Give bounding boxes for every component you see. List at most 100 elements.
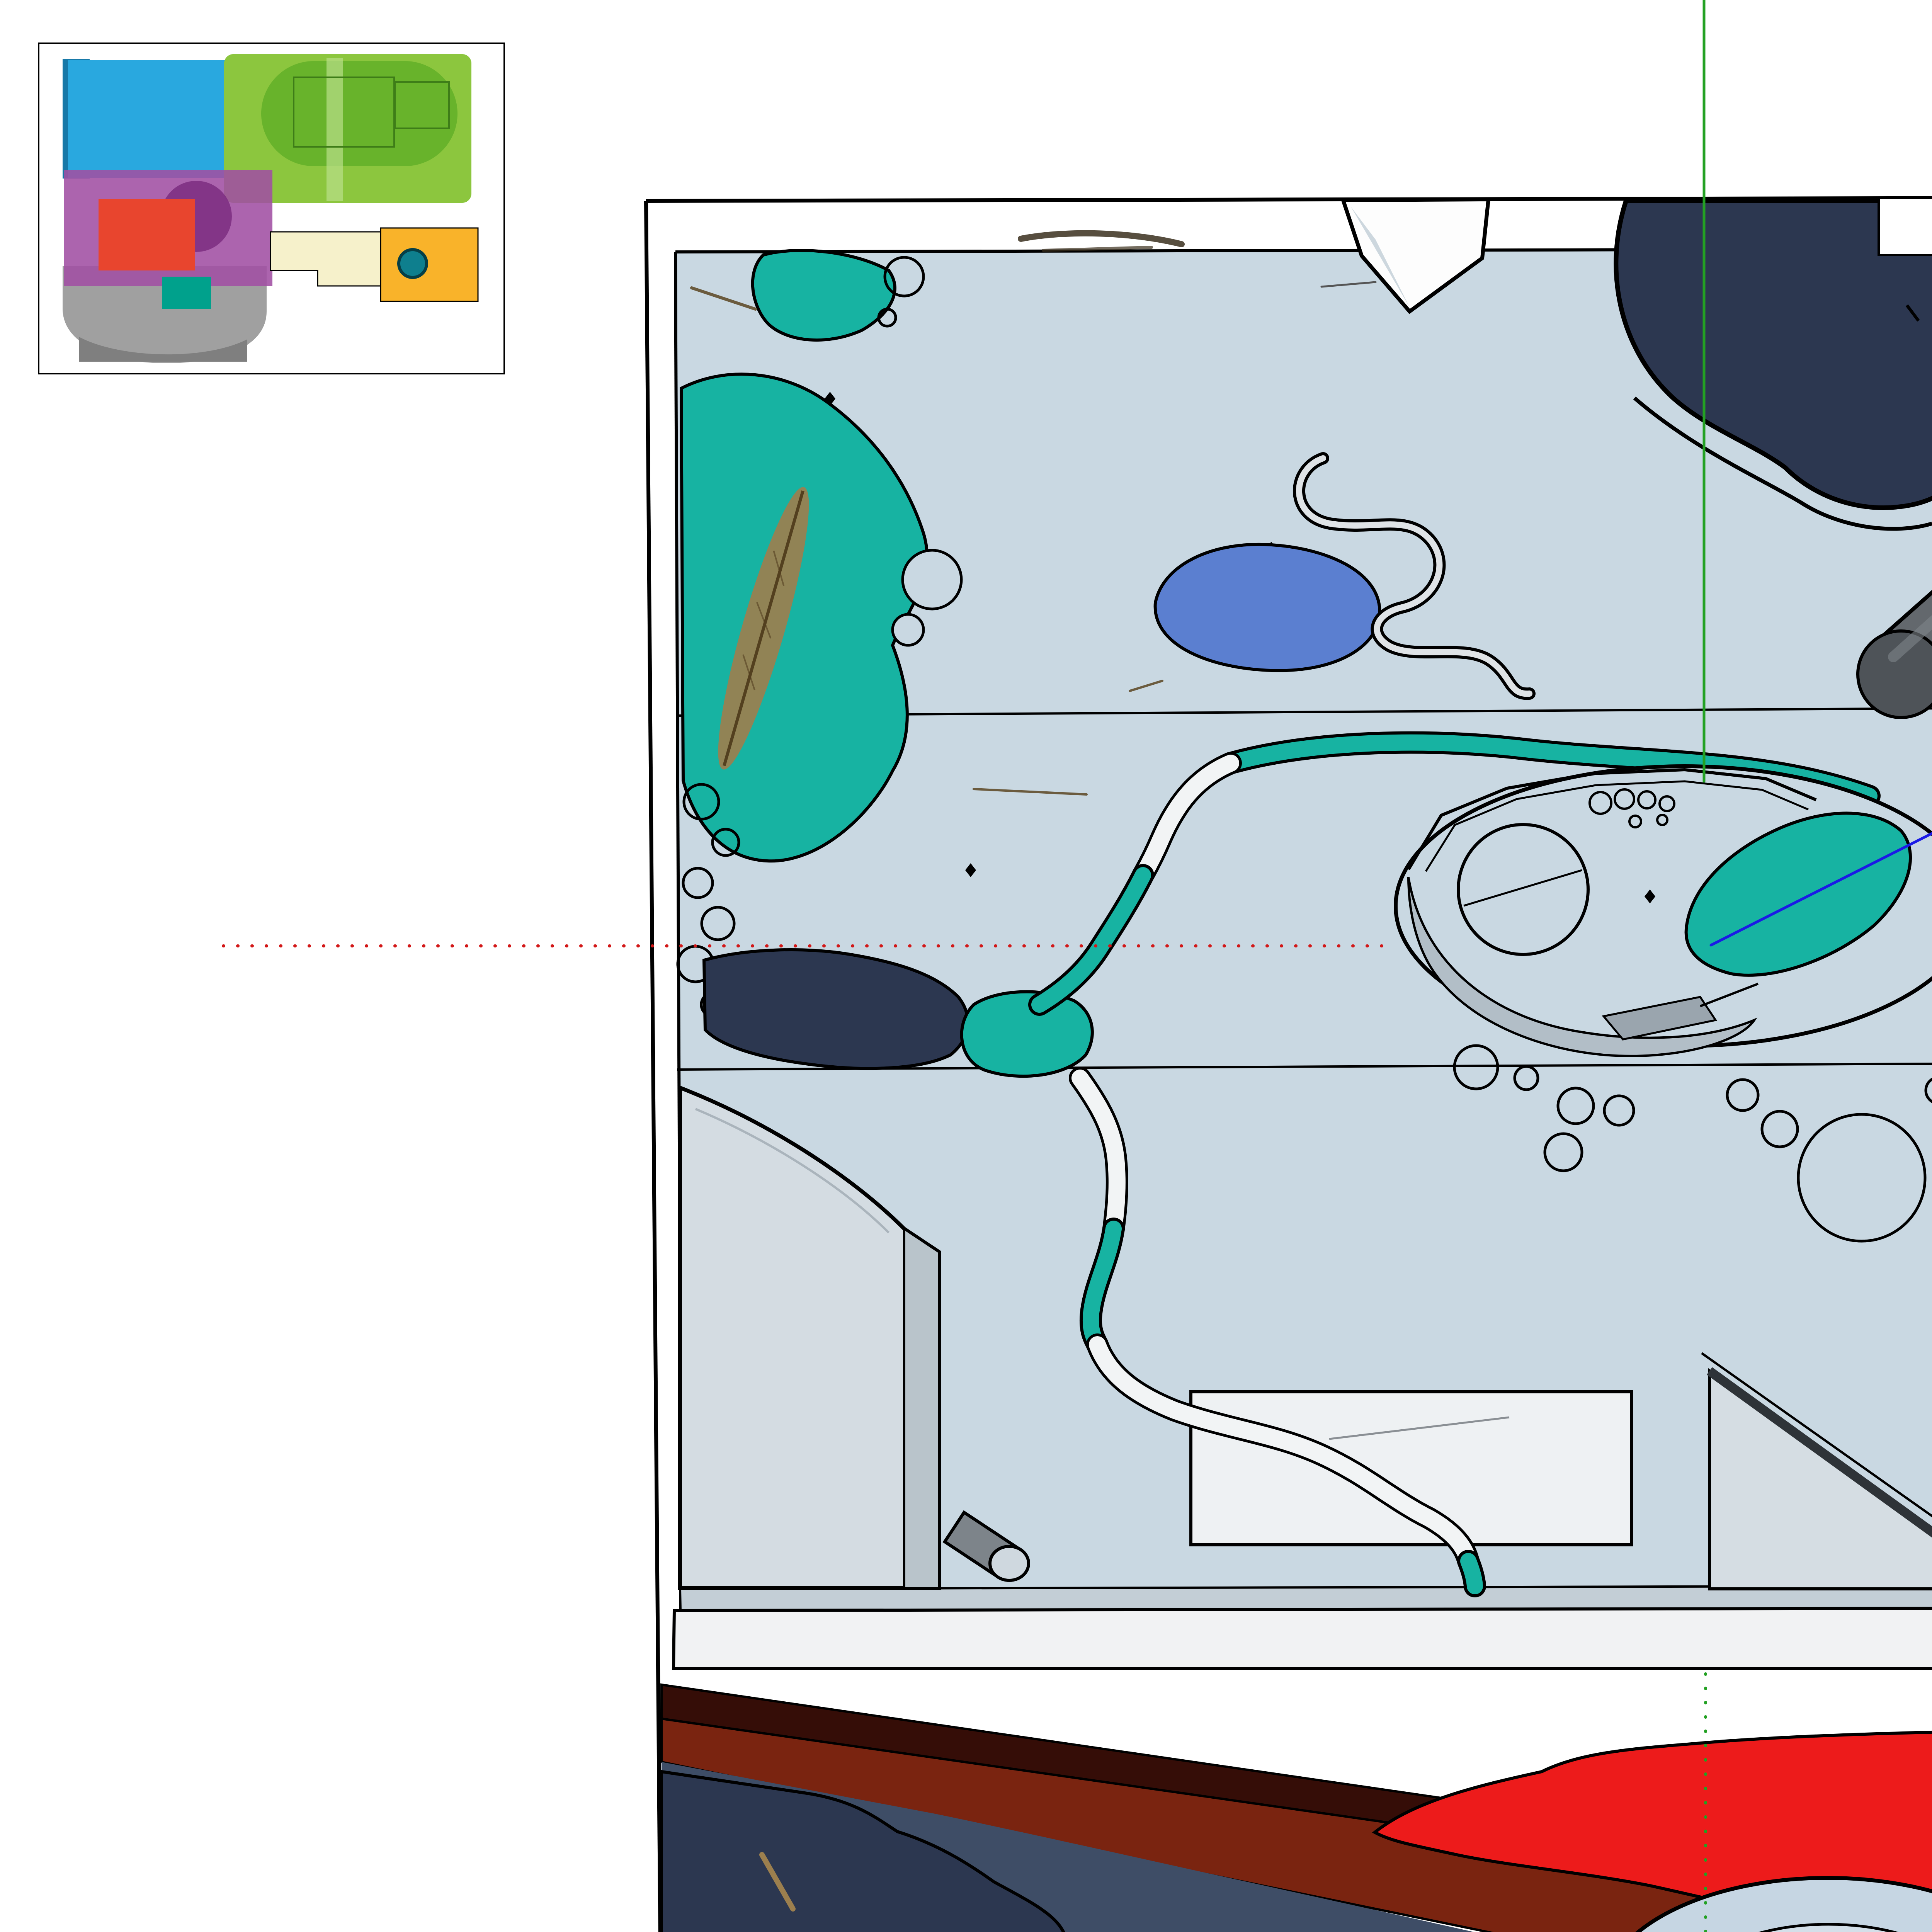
top-pennant [1340,197,1491,314]
pond-wall-outer [1407,768,1817,871]
scratch [1320,281,1377,288]
bubble [877,308,897,328]
bubble [901,549,963,611]
plan-minimap[interactable] [38,43,505,374]
minimap-green-outline-b [394,81,450,129]
bubble [1658,795,1675,812]
scratch [690,286,757,311]
bubble [1726,1078,1760,1112]
bubble [682,783,720,821]
bubble [1760,1110,1799,1148]
debris-diamond [1645,889,1655,903]
scratch [973,788,1088,796]
minimap-block-teal [162,277,211,309]
small-cylinder-cap [988,1545,1030,1582]
floor-strip [679,1585,1932,1612]
feather-small [759,1852,796,1912]
axis-blue-solid [1709,832,1932,947]
pond-ledge [1602,996,1718,1041]
bubbles [676,256,1932,1243]
minimap-green-strip [327,58,343,201]
navy-form-echo-line [1633,396,1932,531]
bubble [1588,791,1612,815]
log-large-end [1856,629,1932,719]
river-teal [1031,867,1151,1013]
plate[interactable] [1604,1876,1932,1932]
scratch [1129,680,1163,692]
pond-berm [1407,877,1758,1057]
bubble [700,906,736,941]
bubble [1556,1087,1595,1125]
curved-wall-highlight [695,1108,890,1234]
pond-teal-pool[interactable] [1684,811,1912,977]
drawing-axes [222,0,1932,1932]
pond[interactable] [1394,764,1932,1057]
cabinet-navy-dark[interactable] [660,1770,1078,1932]
curved-wall-side [903,1226,940,1589]
curved-wall-face [678,1085,941,1590]
curved-wall[interactable] [678,1085,941,1590]
teal-pool[interactable] [960,990,1094,1078]
river-lower[interactable] [1086,1333,1486,1597]
bubble [1637,790,1656,810]
smudge [1042,246,1153,252]
worm[interactable] [1293,452,1536,700]
bubble [1513,1065,1539,1091]
bubble [1543,1132,1583,1172]
worm-body [1296,455,1532,697]
minimap-orange-dot [397,248,428,279]
pond-bubbles [1588,788,1675,828]
river-dry [1071,1070,1126,1237]
ramp-planes[interactable] [1701,1287,1932,1590]
model-interior[interactable] [675,249,1932,1589]
ramp-edge-line [1701,1352,1932,1518]
bubble [1628,815,1642,828]
navy-form-mark [1905,304,1920,322]
log-large[interactable] [1856,347,1932,719]
bubble [711,828,740,857]
pond-circle [1457,823,1590,956]
bubble [891,613,925,647]
navy-form-body [1614,199,1932,510]
river-dry [1134,755,1239,884]
table-panel[interactable] [1189,1390,1633,1546]
bubble [1603,1094,1635,1127]
bubble [1924,1078,1932,1103]
feather-shaft [723,490,804,766]
front-band [672,1607,1932,1670]
blue-blob[interactable] [1153,543,1381,672]
feather-barbs [742,550,785,690]
minimap-block-blue [68,60,232,178]
navy-form-notch [1878,197,1932,256]
smudge [1018,230,1185,247]
table-scratch [1329,1416,1510,1440]
bubble [682,867,714,899]
bubble [1797,1113,1927,1243]
plate-inner-ring [1759,1923,1898,1932]
debris-diamond [965,863,976,877]
teal-patch-top[interactable] [751,249,896,342]
debris-diamond [825,392,835,406]
ramp-edge-dark [1706,1367,1932,1538]
bubble [1453,1044,1499,1090]
river-teal [1460,1553,1483,1594]
bubble [883,256,925,298]
bottom-section[interactable] [660,1683,1932,1932]
minimap-gray-dark [79,337,247,362]
pennant-shade [1351,207,1410,307]
minimap-green-capsule [261,61,457,166]
feather[interactable] [702,481,824,776]
pond-wall-inner [1425,780,1809,872]
minimap-block-orange [380,227,479,302]
scratch-marks [690,230,1377,796]
bubble [1614,788,1635,810]
minimap-block-gray [63,266,267,363]
pond-step-line [1699,983,1759,1007]
navy-form[interactable] [1614,197,1932,531]
bubble [1656,814,1668,826]
pennant-shape [1340,197,1491,314]
small-cylinder[interactable] [942,1510,1030,1582]
pond-circle-chord [1463,869,1582,907]
minimap-block-red [99,199,195,270]
